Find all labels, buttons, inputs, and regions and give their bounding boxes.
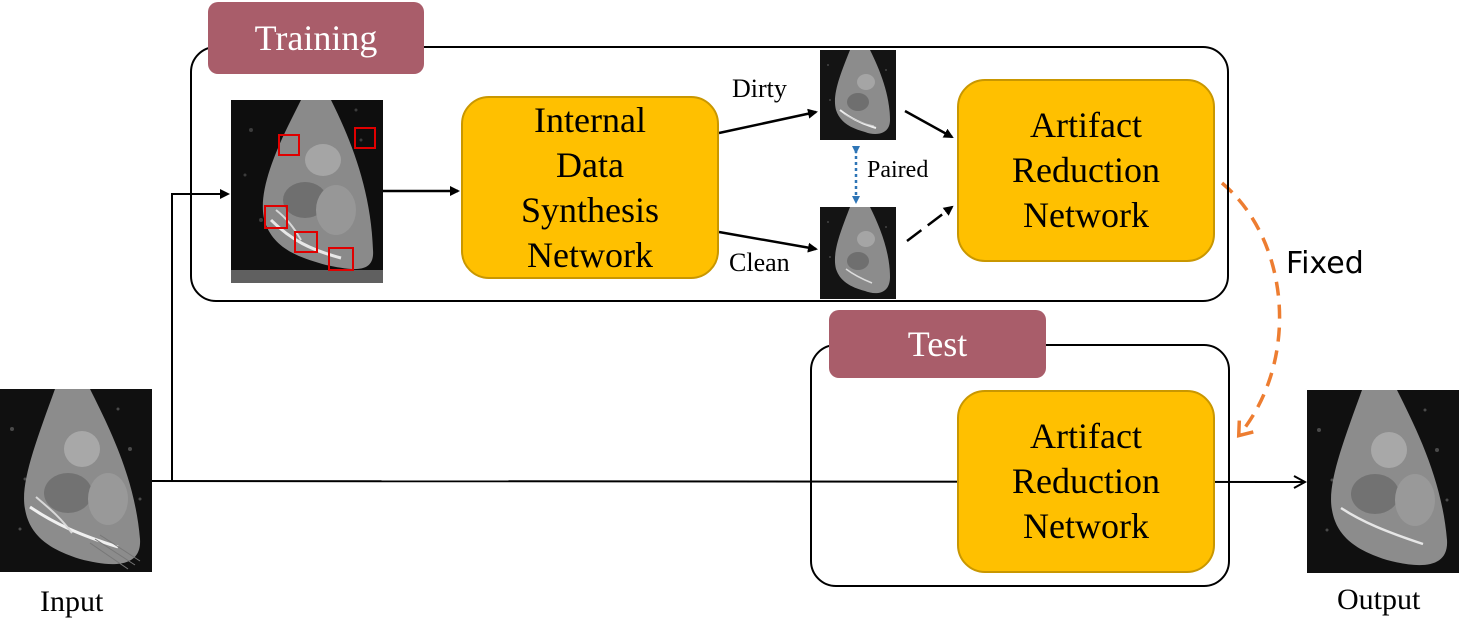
artifact-reduction-network-test: Artifact Reduction Network xyxy=(957,390,1215,573)
reduction-train-line-3: Network xyxy=(1023,195,1149,235)
input-to-training-line xyxy=(171,189,230,481)
synthesis-line-4: Network xyxy=(527,234,653,275)
clean-label: Clean xyxy=(729,248,790,277)
clean-to-reduction-arrow xyxy=(906,205,954,242)
clean-ct-image xyxy=(820,207,896,299)
dirty-label: Dirty xyxy=(732,74,787,103)
reduction-test-line-3: Network xyxy=(1023,506,1149,546)
synthesis-line-2: Data xyxy=(556,144,624,185)
reduction-train-line-1: Artifact xyxy=(1030,105,1142,145)
reduction-train-line-2: Reduction xyxy=(1012,150,1160,190)
dirty-to-reduction-arrow xyxy=(904,109,954,139)
fixed-label: Fixed xyxy=(1286,246,1364,281)
input-label: Input xyxy=(40,585,104,618)
reduction-test-line-1: Artifact xyxy=(1030,416,1142,456)
synthesis-to-clean-arrow xyxy=(718,230,818,253)
dirty-ct-image xyxy=(820,50,896,140)
paired-label: Paired xyxy=(867,157,929,183)
output-ct-image xyxy=(1307,390,1459,573)
training-frame xyxy=(190,46,1229,302)
internal-data-synthesis-network: Internal Data Synthesis Network xyxy=(461,96,719,279)
artifact-reduction-network-training: Artifact Reduction Network xyxy=(957,79,1215,262)
synthesis-line-1: Internal xyxy=(534,99,646,140)
synthesis-to-dirty-arrow xyxy=(718,108,818,135)
fixed-arrow xyxy=(1220,181,1282,438)
training-tag: Training xyxy=(208,2,424,74)
output-label: Output xyxy=(1337,583,1421,616)
training-ct-image xyxy=(231,100,383,283)
synthesis-line-3: Synthesis xyxy=(520,189,660,230)
reduction-test-line-2: Reduction xyxy=(1012,461,1160,501)
input-ct-image xyxy=(0,389,152,572)
test-tag: Test xyxy=(829,310,1046,378)
